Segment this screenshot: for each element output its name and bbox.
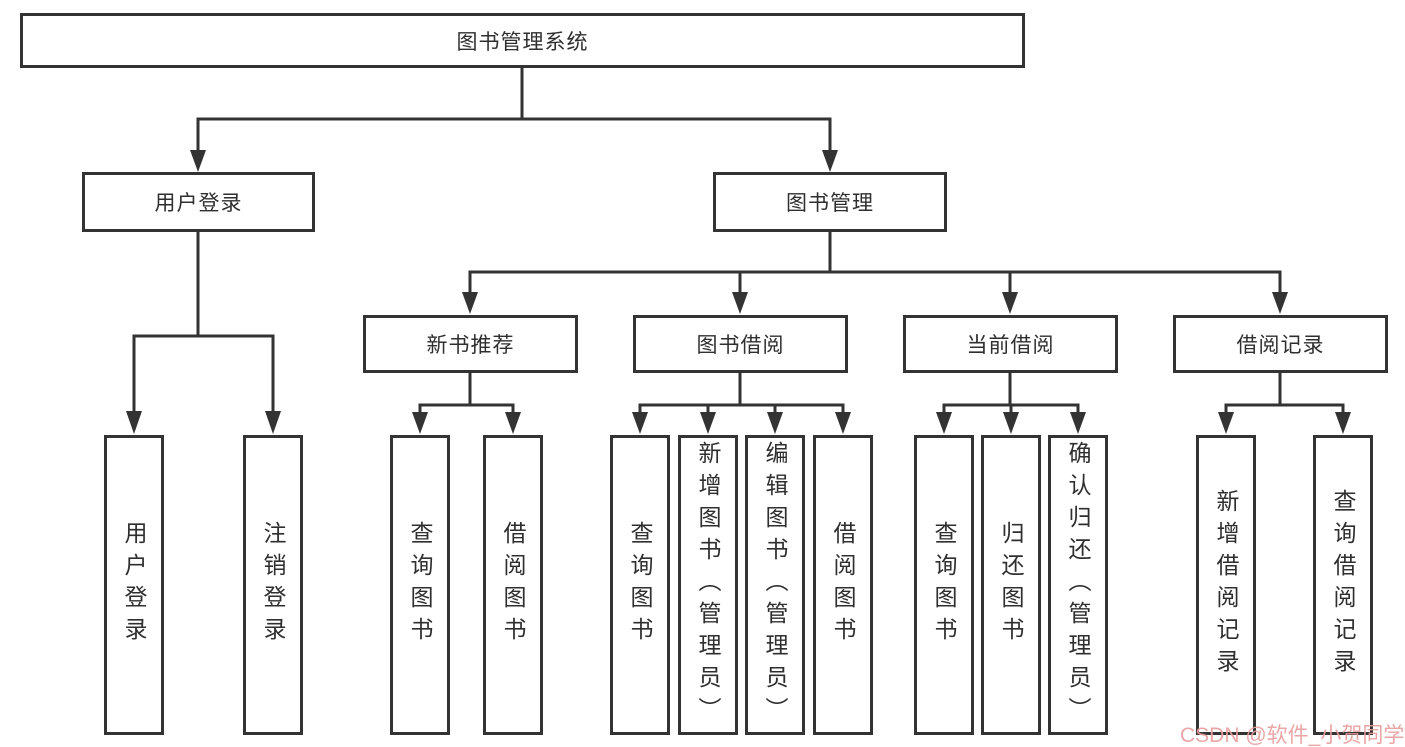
arrow-down-icon [1003,412,1019,434]
node-label: 图书借阅 [696,334,785,357]
leaf-label: 归还图书 [998,521,1024,649]
node-current-borrowing: 当前借阅 [903,315,1118,373]
node-book-management: 图书管理 [713,172,947,232]
node-label: 图书管理 [786,192,874,215]
leaf-confirm-return-admin: 确认归还（管理员） [1048,435,1108,735]
arrow-down-icon [1335,412,1351,434]
arrow-down-icon [732,292,748,314]
arrow-down-icon [822,150,838,172]
node-book-borrowing: 图书借阅 [633,315,848,373]
leaf-label: 借阅图书 [500,521,526,649]
leaf-label: 注销登录 [260,521,286,649]
leaf-label: 借阅图书 [830,521,856,649]
arrow-down-icon [190,150,206,172]
leaf-add-book-admin: 新增图书（管理员） [678,435,738,735]
node-label: 图书管理系统 [456,30,589,54]
leaf-label: 确认归还（管理员） [1065,441,1091,729]
node-library-management-system: 图书管理系统 [20,13,1025,68]
arrow-down-icon [835,412,851,434]
arrow-down-icon [700,412,716,434]
node-label: 用户登录 [154,192,243,215]
arrow-down-icon [1272,292,1288,314]
leaf-user-login: 用户登录 [104,435,164,735]
leaf-label: 查询借阅记录 [1330,489,1356,681]
arrow-down-icon [462,292,478,314]
leaf-label: 查询图书 [407,521,433,649]
leaf-label: 新增图书（管理员） [695,441,721,729]
leaf-label: 编辑图书（管理员） [762,441,788,729]
leaf-borrow-books-recommend: 借阅图书 [483,435,543,735]
leaf-query-books-current: 查询图书 [914,435,974,735]
leaf-edit-book-admin: 编辑图书（管理员） [745,435,805,735]
leaf-label: 查询图书 [627,521,653,649]
leaf-query-books-borrowing: 查询图书 [610,435,670,735]
arrow-down-icon [1218,412,1234,434]
leaf-return-books: 归还图书 [981,435,1041,735]
arrow-down-icon [1070,412,1086,434]
arrow-down-icon [265,411,281,434]
arrow-down-icon [505,412,521,434]
arrow-down-icon [412,412,428,434]
node-label: 借阅记录 [1236,334,1325,357]
leaf-add-borrow-record: 新增借阅记录 [1196,435,1256,735]
leaf-query-books-recommend: 查询图书 [390,435,450,735]
arrow-down-icon [632,412,648,434]
arrow-down-icon [1002,292,1018,314]
node-label: 当前借阅 [966,334,1055,357]
node-new-book-recommendation: 新书推荐 [363,315,578,373]
csdn-watermark: CSDN @软件_小贺同学 [1180,724,1405,747]
node-borrowing-records: 借阅记录 [1173,315,1388,373]
leaf-logout: 注销登录 [243,435,303,735]
arrow-down-icon [767,412,783,434]
node-label: 新书推荐 [426,334,515,357]
leaf-label: 查询图书 [931,521,957,649]
leaf-label: 用户登录 [121,521,147,649]
leaf-label: 新增借阅记录 [1213,489,1239,681]
leaf-query-borrow-record: 查询借阅记录 [1313,435,1373,735]
node-user-login: 用户登录 [82,172,315,232]
arrow-down-icon [126,411,142,434]
leaf-borrow-books-borrowing: 借阅图书 [813,435,873,735]
arrow-down-icon [936,412,952,434]
